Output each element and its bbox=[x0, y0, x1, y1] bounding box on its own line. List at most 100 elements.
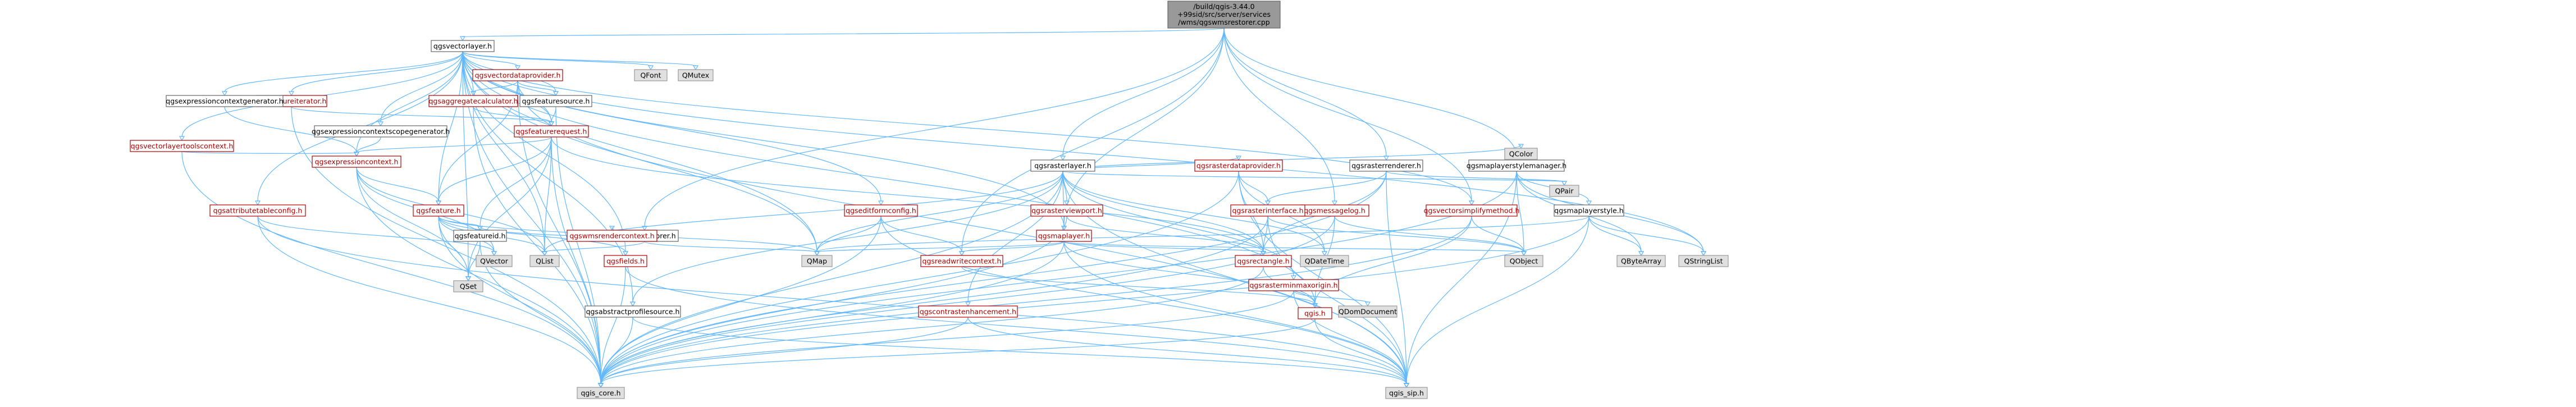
edge-qgsrasterinterface-to-QObject bbox=[1267, 216, 1527, 257]
node-qgis[interactable]: qgis.h bbox=[1298, 307, 1332, 319]
edge-qgsrasterrenderer-to-QPair bbox=[1386, 171, 1568, 186]
node-label: QObject bbox=[1510, 257, 1538, 266]
edge-qgsmaplayerstylemanager-to-qgis_core bbox=[597, 171, 1517, 388]
arrowhead bbox=[958, 251, 965, 257]
node-label: qgsvectordataprovider.h bbox=[475, 71, 561, 80]
node-QStringList: QStringList bbox=[1678, 255, 1729, 267]
node-qgsattributetableconfig[interactable]: qgsattributetableconfig.h bbox=[209, 204, 306, 217]
edge-qgsaggregatecalculator-to-qgis_core bbox=[473, 106, 604, 388]
node-qgsmessagelog[interactable]: qgsmessagelog.h bbox=[1300, 204, 1369, 217]
arrowhead bbox=[288, 91, 295, 97]
node-qgsreadwritecontext[interactable]: qgsreadwritecontext.h bbox=[920, 255, 1003, 267]
arrowhead bbox=[1586, 200, 1592, 206]
node-QByteArray: QByteArray bbox=[1616, 255, 1666, 267]
node-qgsexpressioncontextscopegenerator[interactable]: qgsexpressioncontextscopegenerator.h bbox=[312, 125, 450, 138]
node-label: QSet bbox=[460, 282, 477, 291]
arrowhead bbox=[1264, 200, 1271, 206]
node-QObject: QObject bbox=[1504, 255, 1543, 267]
arrowhead bbox=[965, 301, 971, 307]
edge-qgsexpressioncontext-to-qgsfeature bbox=[356, 167, 442, 206]
arrowhead bbox=[541, 251, 548, 257]
node-label: QPair bbox=[1555, 187, 1574, 195]
arrowhead bbox=[254, 200, 261, 206]
node-QDomDocument: QDomDocument bbox=[1338, 305, 1397, 318]
edge-qgsvectorlayer-to-qgsexpressioncontextscopegenerator bbox=[377, 51, 463, 127]
edge-qgswmsrestorer-to-QMap bbox=[644, 241, 820, 257]
node-qgsexpressioncontextgenerator[interactable]: qgsexpressioncontextgenerator.h bbox=[166, 95, 284, 107]
arrowhead bbox=[221, 91, 228, 97]
arrowhead bbox=[377, 121, 384, 127]
node-qgscontrastenhancement[interactable]: qgscontrastenhancement.h bbox=[918, 305, 1018, 318]
node-label: qgsrasterminmaxorigin.h bbox=[1249, 281, 1337, 290]
node-qgsabstractprofilesource[interactable]: qgsabstractprofilesource.h bbox=[584, 305, 681, 318]
node-qgswmsrendercontext[interactable]: qgswmsrendercontext.h bbox=[567, 230, 657, 242]
edge-qgsrasterminmaxorigin-to-QDomDocument bbox=[1293, 290, 1371, 307]
node-root[interactable]: /build/qgis-3.44.0+99sid/src/server/serv… bbox=[1167, 1, 1281, 29]
edge-qgsmaplayer-to-qgsreadwritecontext bbox=[958, 241, 1065, 257]
edge-qgsvectorlayer-to-qgsvectorsimplifymethod bbox=[462, 51, 1475, 206]
node-label: qgsrectangle.h bbox=[1237, 257, 1289, 266]
root-label-line: +99sid/src/server/services bbox=[1177, 10, 1271, 19]
node-qgsaggregatecalculator[interactable]: qgsaggregatecalculator.h bbox=[428, 95, 518, 107]
node-label: qgsmaplayerstylemanager.h bbox=[1467, 162, 1566, 170]
node-qgsvectorsimplifymethod[interactable]: qgsvectorsimplifymethod.h bbox=[1424, 204, 1520, 217]
node-qgsrasterlayer[interactable]: qgsrasterlayer.h bbox=[1030, 159, 1095, 172]
node-label: qgsexpressioncontext.h bbox=[315, 158, 399, 166]
node-qgsvectorlayertoolscontext[interactable]: qgsvectorlayertoolscontext.h bbox=[130, 140, 234, 152]
arrowhead bbox=[1638, 251, 1645, 257]
root-label-line: /wms/qgswmsrestorer.cpp bbox=[1178, 18, 1270, 26]
arrowhead bbox=[470, 91, 477, 97]
arrowhead bbox=[477, 226, 483, 231]
edge-qgsrasterlayer-to-qgsmaplayer bbox=[1061, 171, 1067, 231]
node-qgsfeaturerequest[interactable]: qgsfeaturerequest.h bbox=[514, 125, 589, 138]
node-qgsrasterviewport[interactable]: qgsrasterviewport.h bbox=[1030, 204, 1103, 217]
arrowhead bbox=[622, 251, 629, 257]
node-label: qgsmessagelog.h bbox=[1304, 207, 1365, 215]
node-qgsrasterdataprovider[interactable]: qgsrasterdataprovider.h bbox=[1194, 159, 1283, 172]
arrowhead bbox=[465, 276, 472, 282]
node-qgsrasterminmaxorigin[interactable]: qgsrasterminmaxorigin.h bbox=[1248, 279, 1339, 291]
arrowhead bbox=[1321, 251, 1328, 257]
edge-qgsvectorlayer-to-QMap bbox=[462, 51, 820, 257]
edge-root-to-qgsmessagelog bbox=[1223, 28, 1338, 206]
node-qgsfeatureid[interactable]: qgsfeatureid.h bbox=[453, 230, 507, 242]
edge-qgsfeaturesource-to-qgsfeaturerequest bbox=[548, 106, 556, 127]
node-qgsvectorlayer[interactable]: qgsvectorlayer.h bbox=[431, 40, 495, 52]
edge-qgsrasterinterface-to-qgis_core bbox=[597, 216, 1268, 388]
node-label: qgis_sip.h bbox=[1389, 389, 1424, 397]
node-qgsrectangle[interactable]: qgsrectangle.h bbox=[1235, 255, 1292, 267]
node-label: qgsvectorlayer.h bbox=[433, 42, 492, 51]
node-qgsexpressioncontext[interactable]: qgsexpressioncontext.h bbox=[312, 156, 401, 168]
node-label: qgsrasterlayer.h bbox=[1034, 162, 1091, 170]
node-qgseditformconfig[interactable]: qgseditformconfig.h bbox=[844, 204, 918, 217]
arrowhead bbox=[1520, 251, 1527, 257]
node-qgsvectordataprovider[interactable]: qgsvectordataprovider.h bbox=[472, 69, 563, 81]
arrowhead bbox=[1260, 251, 1267, 257]
edge-root-to-qgsrasterlayer bbox=[1059, 28, 1225, 161]
node-label: qgsvectorlayertoolscontext.h bbox=[131, 142, 234, 150]
node-label: qgsfeature.h bbox=[416, 207, 460, 215]
node-label: qgsfeatureid.h bbox=[455, 232, 506, 240]
edge-qgsmaplayerstyle-to-qgis_sip bbox=[1403, 216, 1590, 388]
edge-qgsrasterlayer-to-QList bbox=[541, 171, 1063, 257]
node-qgsmaplayerstyle[interactable]: qgsmaplayerstyle.h bbox=[1554, 204, 1624, 217]
node-QDateTime: QDateTime bbox=[1300, 255, 1349, 267]
edge-qgsvectorlayer-to-QMutex bbox=[462, 51, 699, 71]
node-qgsrasterrenderer[interactable]: qgsrasterrenderer.h bbox=[1349, 159, 1423, 172]
node-qgsfields[interactable]: qgsfields.h bbox=[604, 255, 647, 267]
arrowhead bbox=[1518, 144, 1524, 149]
node-qgsmaplayer[interactable]: qgsmaplayer.h bbox=[1036, 230, 1092, 242]
node-label: QList bbox=[536, 257, 554, 266]
node-label: QDomDocument bbox=[1339, 308, 1397, 316]
arrowhead bbox=[597, 383, 604, 388]
node-QList: QList bbox=[529, 255, 560, 267]
node-label: qgsaggregatecalculator.h bbox=[428, 97, 518, 106]
edge-qgsrasterlayer-to-qgsabstractprofilesource bbox=[629, 171, 1063, 307]
node-label: qgsreadwritecontext.h bbox=[922, 257, 1002, 266]
node-qgsfeaturesource[interactable]: qgsfeaturesource.h bbox=[519, 95, 592, 107]
arrowhead bbox=[1290, 275, 1297, 281]
node-qgsrasterinterface[interactable]: qgsrasterinterface.h bbox=[1230, 204, 1305, 217]
node-qgsfeature[interactable]: qgsfeature.h bbox=[413, 204, 464, 217]
node-qgsmaplayerstylemanager[interactable]: qgsmaplayerstylemanager.h bbox=[1467, 159, 1566, 172]
